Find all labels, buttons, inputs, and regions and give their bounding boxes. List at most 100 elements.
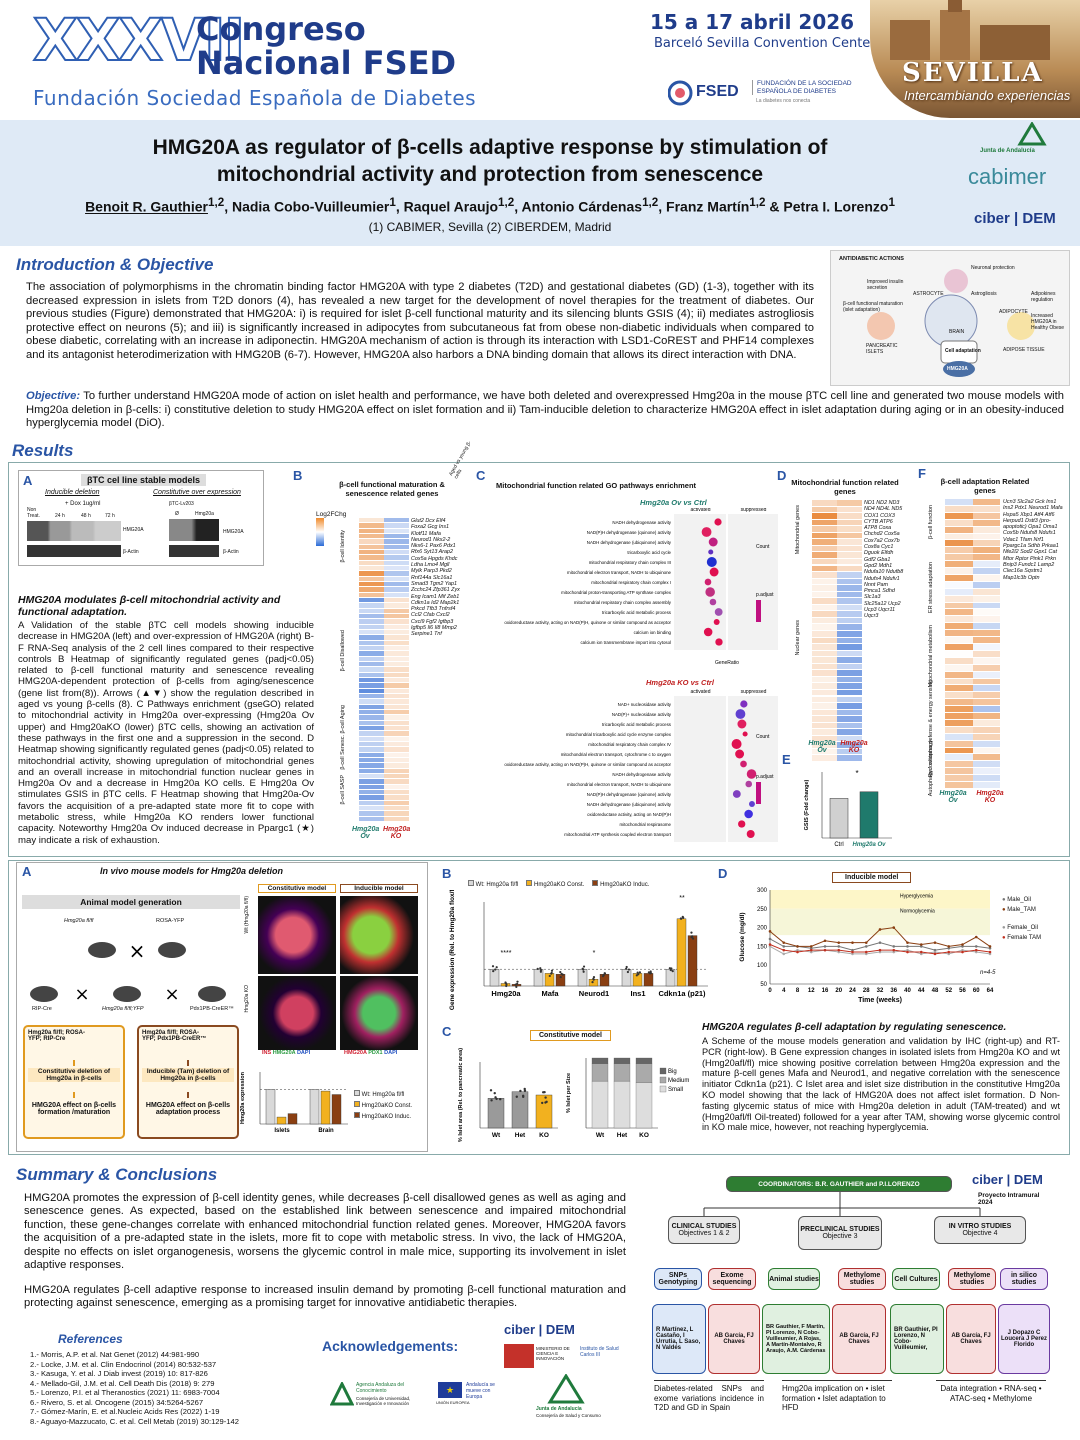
point — [637, 973, 640, 976]
point — [493, 1091, 496, 1095]
fsed-logo-icon — [667, 80, 693, 106]
heatmap-cell — [972, 740, 1000, 748]
heatmap-cell — [359, 683, 384, 689]
dot — [703, 627, 713, 637]
heatmap-cell — [972, 588, 1000, 596]
heatmap-cell — [359, 795, 384, 801]
panel-a-blot: A βTC cel line stable models Inducible d… — [18, 470, 264, 566]
heatmap-cell — [359, 560, 384, 566]
heatmap-cell — [359, 635, 384, 641]
heatmap-cell — [384, 592, 409, 598]
dot — [706, 557, 717, 567]
term-label: mitochondrial electron transport, NADH t… — [567, 782, 672, 787]
series-point — [919, 952, 923, 956]
tick-label: Wt — [492, 1132, 501, 1139]
bar — [829, 798, 849, 839]
heatmap-cell — [812, 552, 837, 559]
svg-text:×: × — [74, 984, 89, 1005]
legend-title: p.adjust — [756, 774, 774, 780]
tick-label: Cdkn1a (p21) — [658, 989, 706, 998]
heatmap-cell — [359, 630, 384, 636]
heatmap-cell — [972, 526, 1000, 534]
heatmap-cell — [945, 775, 973, 783]
x-tick: 60 — [973, 988, 980, 994]
point — [625, 967, 628, 970]
stacked-bar — [591, 1057, 609, 1064]
point — [682, 916, 685, 919]
dot — [732, 790, 741, 798]
series-point — [947, 946, 951, 950]
svg-text:×: × — [129, 939, 146, 963]
heatmap-cell — [812, 558, 837, 566]
heatmap-cell — [945, 609, 973, 617]
heatmap-cell — [972, 768, 1000, 776]
stacked-bar — [635, 1063, 653, 1083]
heatmap-cell — [945, 505, 973, 513]
series-point — [933, 952, 937, 956]
heatmap-cell — [384, 790, 409, 796]
heatmap-cell — [812, 513, 837, 520]
heatmap-cell — [384, 555, 409, 561]
heatmap-cell — [359, 662, 384, 668]
legend-d: ● Male_Oil ● Male_TAM ● Female_Oil ● Fem… — [1002, 897, 1042, 941]
heatmap-cell — [812, 611, 837, 618]
point — [519, 1089, 522, 1093]
dot — [709, 567, 719, 577]
point — [550, 971, 553, 975]
term-label: NADH dehydrogenase activity — [612, 772, 671, 777]
bar — [331, 1094, 342, 1125]
heatmap-cell — [837, 709, 862, 717]
term-label: oxidoreductase activity, acting on NAD(P… — [504, 762, 671, 767]
ihc-images: Constitutive model Inducible model INS H… — [256, 884, 420, 1060]
series-point — [809, 950, 813, 954]
heatmap-cell — [837, 696, 862, 704]
heatmap-cell — [384, 779, 409, 785]
point — [559, 970, 562, 974]
ciber-logo: ciber | DEM — [974, 210, 1056, 227]
x-axis-label: Time (weeks) — [858, 997, 902, 1004]
col-label: activated — [690, 689, 710, 695]
series-point — [906, 941, 909, 944]
y-tick: 250 — [757, 907, 768, 913]
heatmap-cell — [945, 582, 973, 589]
heatmap-cell — [384, 544, 409, 550]
panel-d-heatmap — [812, 500, 862, 762]
heatmap-cell — [359, 566, 384, 572]
heatmap-cell — [384, 523, 409, 529]
heatmap-cell — [837, 591, 862, 599]
point — [592, 977, 595, 980]
series-point — [878, 928, 882, 931]
point — [560, 972, 563, 975]
heatmap-cell — [384, 619, 409, 625]
heatmap-cell — [972, 581, 1000, 589]
heatmap-cell — [384, 576, 409, 582]
heatmap-cell — [812, 598, 837, 605]
heatmap-cell — [972, 574, 1000, 582]
heatmap-cell — [812, 722, 837, 730]
point — [690, 931, 693, 934]
dot — [742, 731, 748, 737]
heatmap-cell — [384, 656, 409, 662]
term-label: NAD(P)H dehydrogenase (quinone) activity — [587, 792, 672, 797]
axis-label: GeneRatio — [715, 660, 739, 666]
heatmap-cell — [972, 733, 1000, 741]
point — [668, 967, 671, 970]
dot — [738, 820, 746, 828]
series-point — [988, 945, 992, 948]
heatmap-cell — [837, 670, 862, 677]
y-tick: 50 — [760, 982, 767, 988]
bar — [555, 974, 566, 987]
band-label: Hyperglycemia — [900, 894, 933, 900]
objective-text: Objective: To further understand HMG20A … — [26, 390, 1064, 430]
series-line — [769, 938, 991, 951]
legend-label: Medium — [668, 1078, 689, 1084]
heatmap-cell — [384, 624, 409, 630]
dot — [714, 518, 722, 526]
heatmap-cell — [359, 539, 384, 545]
heatmap-cell — [945, 719, 973, 727]
series-point — [988, 950, 992, 954]
antidiabetic-figure: ANTIDIABETIC ACTIONS HMG20A Cell adaptat… — [830, 250, 1070, 386]
heatmap-cell — [945, 726, 973, 734]
heatmap-cell — [972, 747, 1000, 755]
